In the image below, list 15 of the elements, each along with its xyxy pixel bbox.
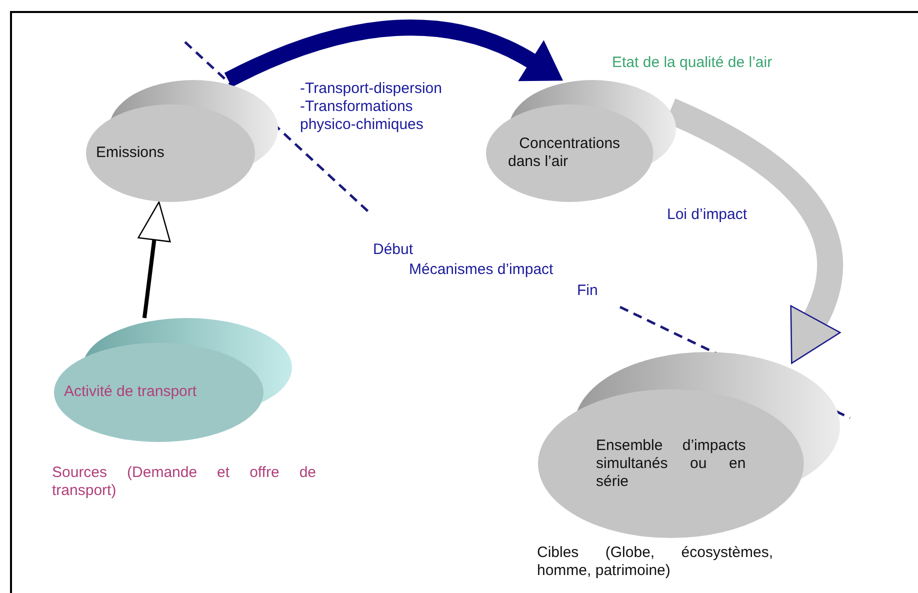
caption-text: Etat de la qualité de l’air [612, 54, 774, 72]
edge-label: -Transport-dispersion -Transformations physico-chimiques [300, 80, 443, 134]
caption-text: Sources (Demande et offre de transport) [52, 464, 316, 500]
node-label: Concentrations dans l’air [508, 134, 622, 172]
annotation-text: Fin [577, 282, 598, 300]
node-label: Activité de transport [64, 382, 198, 402]
node-label: Emissions [96, 143, 166, 164]
block-arrow [224, 20, 563, 88]
annotation-text: Début [373, 241, 414, 259]
annotation-text: Mécanismes d’impact [409, 261, 554, 279]
block-arrow [138, 201, 171, 318]
disc-node [86, 80, 278, 202]
caption-text: Cibles (Globe, écosystèmes, homme, patrimoine) [537, 544, 773, 580]
node-label: Ensemble d’impacts simultanés ou en série [596, 436, 746, 492]
edge-label: Loi d’impact [667, 206, 748, 224]
